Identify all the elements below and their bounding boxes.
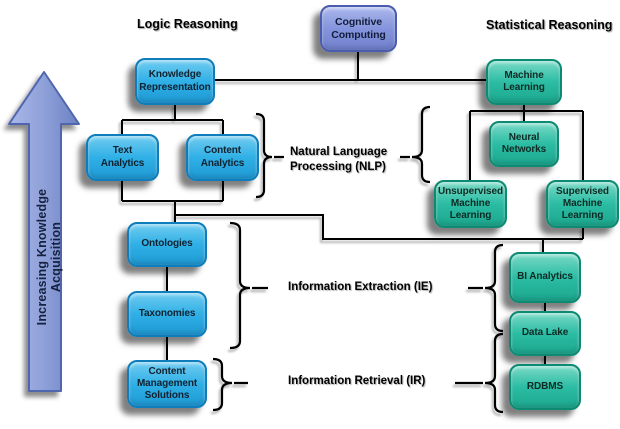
node-text-analytics: Text Analytics	[86, 134, 159, 181]
node-content-analytics: Content Analytics	[186, 134, 259, 181]
increasing-knowledge-acquisition-label: Increasing Knowledge Acquisition	[35, 188, 63, 326]
node-content-management-solutions: Content Management Solutions	[127, 360, 207, 408]
node-ontologies: Ontologies	[127, 222, 207, 267]
node-data-lake: Data Lake	[509, 311, 581, 356]
brace-nlp-right	[400, 105, 431, 184]
label-information-retrieval: Information Retrieval (IR)	[288, 375, 426, 387]
brace-ir-right	[455, 332, 504, 414]
node-supervised-machine-learning: Supervised Machine Learning	[546, 180, 619, 228]
node-cognitive-computing: Cognitive Computing	[320, 5, 397, 52]
brace-ie-left	[229, 221, 268, 350]
statistical-reasoning-header: Statistical Reasoning	[486, 18, 613, 32]
node-rdbms: RDBMS	[509, 364, 581, 410]
logic-reasoning-header: Logic Reasoning	[137, 17, 238, 31]
increasing-knowledge-arrow	[8, 71, 80, 392]
node-taxonomies: Taxonomies	[127, 291, 207, 337]
node-unsupervised-machine-learning: Unsupervised Machine Learning	[434, 180, 507, 228]
brace-nlp-left	[255, 112, 284, 199]
node-bi-analytics: BI Analytics	[509, 252, 581, 303]
brace-ir-left	[212, 357, 248, 412]
brace-ie-right	[468, 243, 504, 333]
node-machine-learning: Machine Learning	[486, 59, 562, 105]
label-information-extraction: Information Extraction (IE)	[288, 281, 433, 293]
node-neural-networks: Neural Networks	[489, 121, 559, 167]
connector-lines	[121, 52, 584, 364]
node-knowledge-representation: Knowledge Representation	[135, 58, 215, 105]
label-natural-language-processing: Natural Language Processing (NLP)	[290, 146, 388, 173]
